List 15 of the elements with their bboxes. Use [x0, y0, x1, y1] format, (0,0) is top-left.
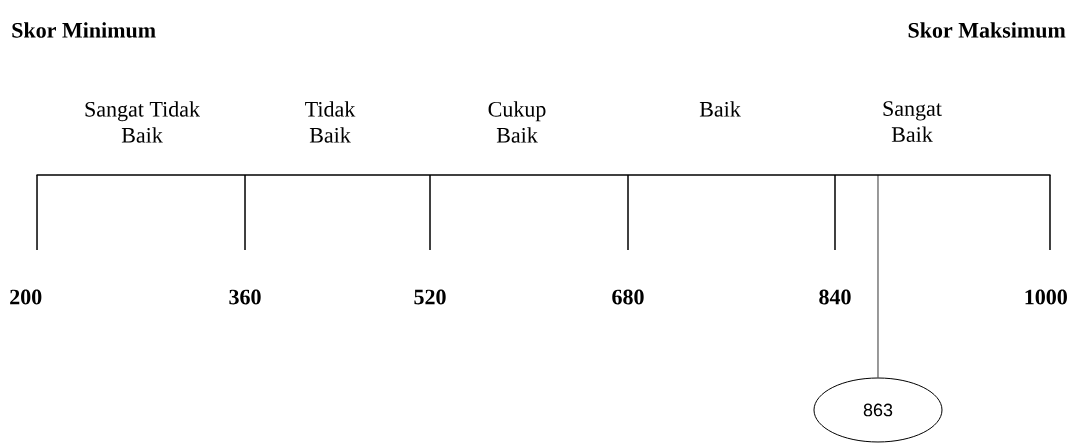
category-label: Cukup Baik: [488, 101, 546, 143]
category-label: Baik: [699, 101, 741, 117]
category-label: Tidak Baik: [305, 101, 356, 143]
score-heading: Skor Minimum: [12, 22, 156, 38]
scale-line: [36, 174, 1051, 176]
scale-number: 680: [612, 289, 644, 305]
category-label: Sangat Baik: [883, 101, 942, 142]
scale-number: 520: [414, 289, 446, 305]
category-label: Sangat Tidak Baik: [85, 101, 200, 143]
scale-number: 360: [229, 289, 261, 305]
leader-line: [877, 174, 879, 378]
score-heading: Skor Maksimum: [908, 22, 1066, 38]
scale-number: 1000: [1025, 289, 1067, 305]
scale-number: 200: [10, 289, 42, 305]
scale-number: 840: [819, 289, 851, 305]
